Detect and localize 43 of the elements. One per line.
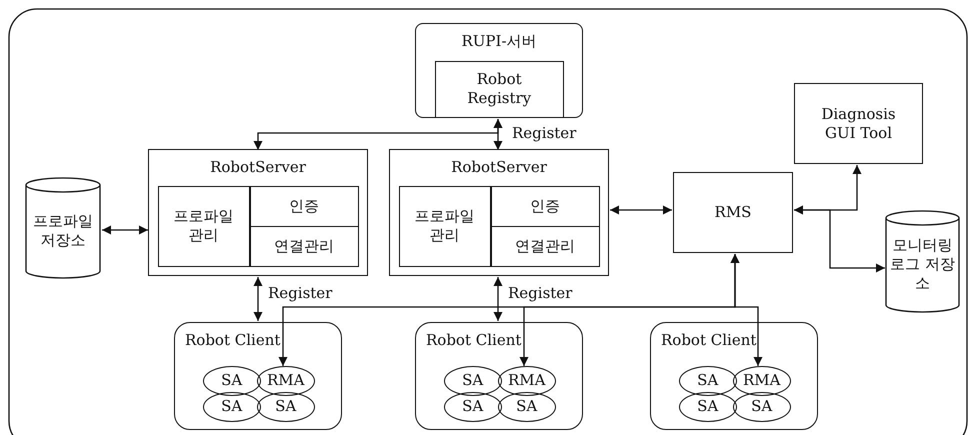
agent-ellipse: SA [444,366,502,396]
module-box: 인증 [490,186,600,227]
agent-ellipse: RMA [498,366,556,396]
box-title: Robot Client [661,331,756,350]
agent-ellipse: RMA [732,366,791,396]
registry-box: Robot Registry [434,60,564,118]
rms-box: RMS [673,172,793,253]
module-box: 인증 [250,186,359,227]
client-box [650,322,818,430]
arrow [730,254,762,366]
arrow [494,277,502,321]
module-box: 프로파일 관리 [398,186,491,267]
agent-ellipse: SA [256,392,315,422]
box-title: RobotServer [450,158,548,177]
edge-label: Register [266,284,334,302]
agent-ellipse: SA [202,392,261,422]
agent-ellipse: SA [444,392,502,422]
server-box [148,149,368,276]
arrow [254,277,262,321]
agent-ellipse: SA [678,366,737,396]
arrow [610,206,672,214]
box-title: RobotServer [209,158,307,177]
agent-ellipse: SA [732,392,791,422]
module-box: 연결관리 [490,226,600,267]
arrow [102,226,148,234]
agent-ellipse: SA [202,366,261,396]
agent-ellipse: SA [678,392,737,422]
box-title: Robot Client [426,331,522,350]
module-box: 연결관리 [250,226,359,267]
edge-label: Register [510,124,578,142]
agent-ellipse: RMA [256,366,315,396]
arrow [794,206,885,272]
box-title: Robot Client [185,331,280,350]
client-box [174,322,342,430]
box-title: RUPI-서버 [460,32,538,51]
arrow [494,119,502,150]
agent-ellipse: SA [498,392,556,422]
module-box: 프로파일 관리 [158,186,250,267]
server-box [389,149,609,276]
client-box [415,322,583,430]
tool-box: Diagnosis GUI Tool [794,83,923,164]
server-box [415,23,583,118]
edge-label: Register [506,284,574,302]
